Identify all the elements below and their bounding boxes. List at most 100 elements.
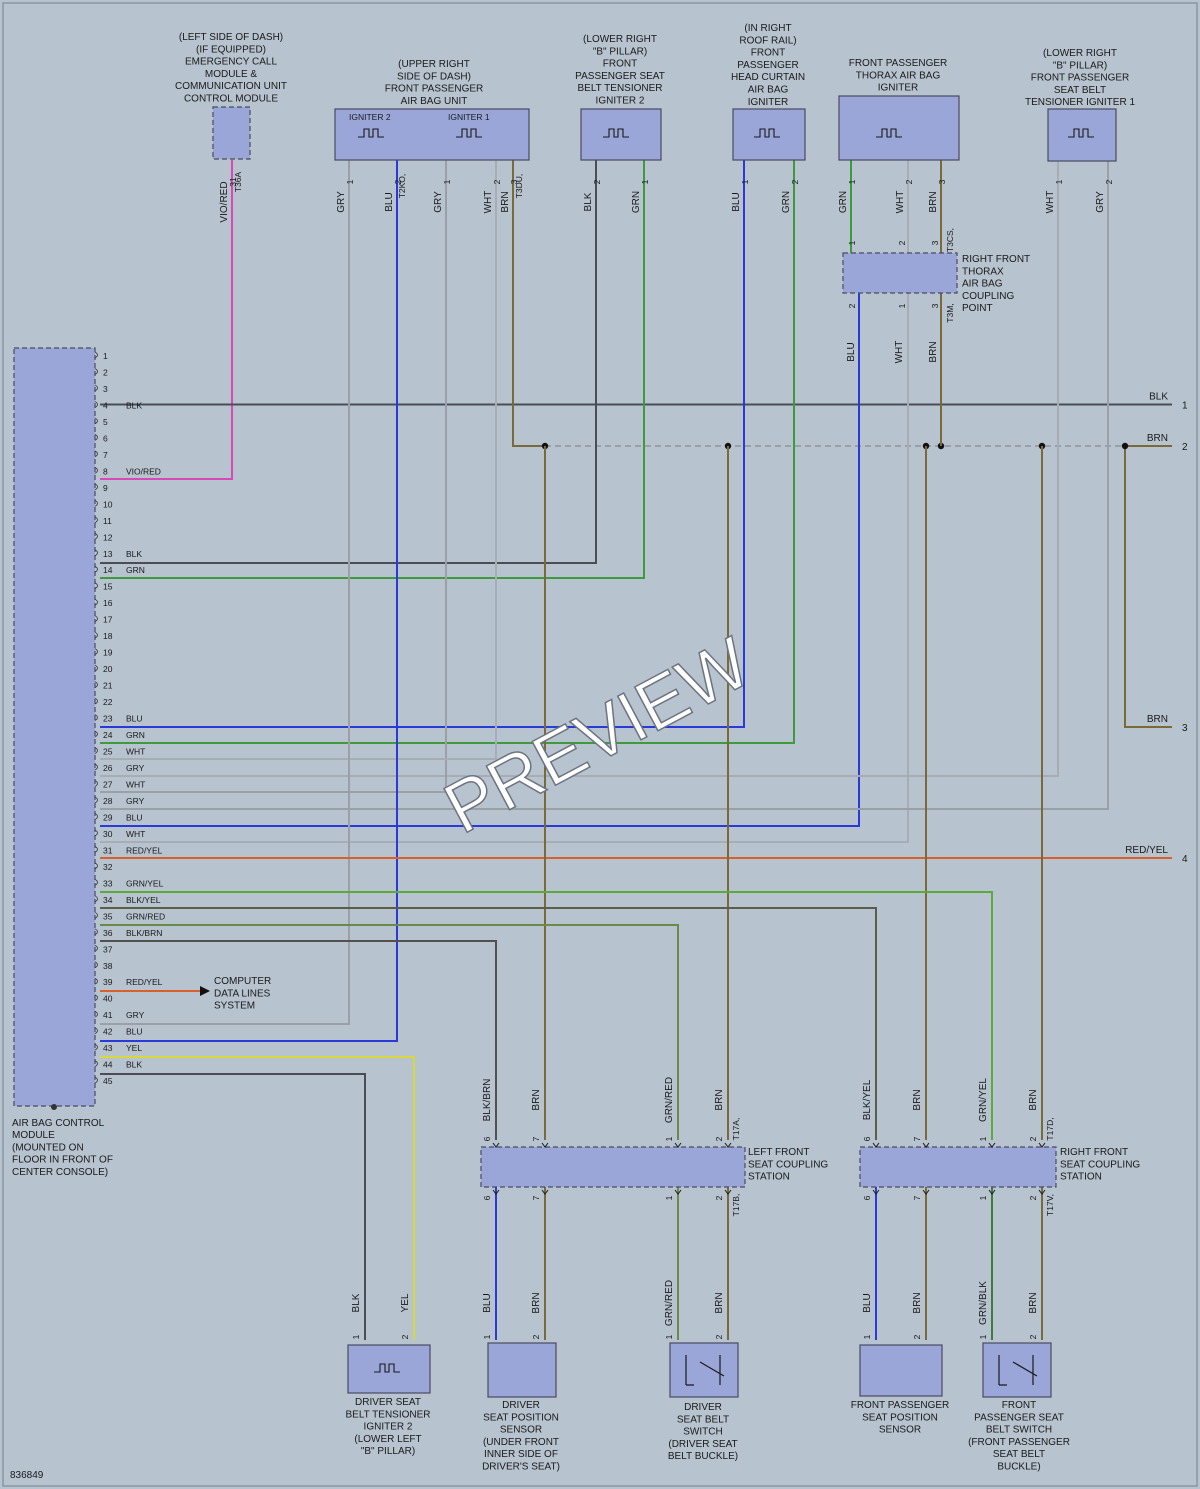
tensioner-1-label-line: FRONT PASSENGER xyxy=(1031,73,1130,84)
module-pin-number: 30 xyxy=(103,829,113,839)
driver-tensioner-wire-2-color: YEL xyxy=(400,1293,411,1312)
thorax-label-line: FRONT PASSENGER xyxy=(849,58,948,69)
right-station-label-line: SEAT COUPLING xyxy=(1060,1159,1140,1170)
airbag-wire-3-color: GRY xyxy=(433,191,444,213)
coupling-bottom-pin: 1 xyxy=(897,303,907,308)
module-pin-mark xyxy=(94,961,98,969)
thorax-igniter-box xyxy=(838,95,960,161)
pass-airbag-igniter-1: IGNITER 1 xyxy=(448,112,490,122)
connector-t3du: T3DU, xyxy=(514,174,524,199)
module-pin-number: 45 xyxy=(103,1076,113,1086)
module-pin-number: 2 xyxy=(103,367,108,377)
pass-switch-label-line: (FRONT PASSENGER xyxy=(968,1437,1070,1448)
module-pin-mark xyxy=(94,747,98,754)
module-pin-mark xyxy=(94,977,98,985)
ecall-label-line: MODULE & xyxy=(205,69,258,80)
module-pin-number: 9 xyxy=(103,483,108,493)
module-pin-color: WHT xyxy=(126,747,145,757)
components-layer xyxy=(13,95,1117,1398)
wire-driver-tensioner-yel xyxy=(100,1056,415,1340)
station-pin-arrow xyxy=(922,1142,930,1148)
connector-t2ko: T2KO, xyxy=(397,174,407,199)
pass-pos-wire-1-color: BLU xyxy=(862,1293,873,1312)
wire-airbag-gry-1 xyxy=(100,160,350,1025)
driver-tensioner-label-line: "B" PILLAR) xyxy=(361,1446,415,1457)
right-station-top-pin: 6 xyxy=(862,1136,872,1141)
module-pin-mark xyxy=(94,796,98,804)
airbag-wire-4-color: WHT xyxy=(483,191,494,214)
pass-switch-label-line: FRONT xyxy=(1002,1400,1036,1411)
wire-ecall-vio-red xyxy=(100,160,233,480)
wire-grn-red xyxy=(100,924,679,1140)
thorax-wire-3-color: BRN xyxy=(928,191,939,212)
module-pin-color: BLU xyxy=(126,714,143,724)
module-pin-number: 18 xyxy=(103,631,113,641)
right-station-top-pin: 2 xyxy=(1028,1136,1038,1141)
thorax-wire-1-pin: 1 xyxy=(847,179,857,184)
module-pin-number: 11 xyxy=(103,516,112,526)
curtain-label-line: IGNITER xyxy=(748,97,789,108)
tensioner1-wire-1-pin: 1 xyxy=(1054,179,1064,184)
curtain-igniter-symbol xyxy=(754,128,780,138)
station-pin-arrow xyxy=(674,1189,682,1195)
module-pin-color: RED/YEL xyxy=(126,845,163,855)
pass-belt-switch-box xyxy=(982,1342,1052,1398)
tensioner1-wire-2-color: GRY xyxy=(1095,191,1106,213)
pass-airbag-igniter-2-symbol xyxy=(358,128,384,138)
module-pin-mark xyxy=(94,829,98,837)
left-station-top-pin: 6 xyxy=(482,1136,492,1141)
driver-position-label-line: SENSOR xyxy=(500,1425,542,1436)
module-pin-number: 40 xyxy=(103,994,113,1004)
module-pin-number: 10 xyxy=(103,499,113,509)
driver-switch-label-line: SWITCH xyxy=(683,1427,722,1438)
right-ref-color: BRN xyxy=(1147,433,1168,444)
ecall-label-line: EMERGENCY CALL xyxy=(185,57,278,68)
coupling-bottom-pin: 3 xyxy=(930,303,940,308)
module-pin-mark xyxy=(94,994,98,1002)
module-label-line: CENTER CONSOLE) xyxy=(12,1167,108,1178)
ecall-label-line: COMMUNICATION UNIT xyxy=(175,81,287,92)
module-pin-mark xyxy=(94,434,98,441)
module-pin-color: BLU xyxy=(126,1027,143,1037)
module-pin-number: 28 xyxy=(103,796,113,806)
module-pin-mark xyxy=(94,549,98,557)
diagram-id: 836849 xyxy=(10,1470,44,1481)
connector-t3m: T3M, xyxy=(945,303,955,322)
module-pin-number: 35 xyxy=(103,911,113,921)
tensioner-1-symbol xyxy=(1068,128,1094,138)
station-pin-arrow xyxy=(541,1189,549,1195)
module-pin-color: BLK xyxy=(126,549,142,559)
station-pin-arrow xyxy=(492,1189,500,1195)
module-pin-mark xyxy=(94,1027,98,1035)
thorax-coupling-label-line: THORAX xyxy=(962,266,1004,277)
wire-brn-ref-3 xyxy=(1124,446,1172,728)
coupling-bottom-color: WHT xyxy=(894,341,905,364)
module-pin-mark xyxy=(94,516,98,524)
module-pin-color: GRY xyxy=(126,1010,145,1020)
driver-tensioner-label-line: BELT TENSIONER xyxy=(345,1409,430,1420)
airbag-wire-4-pin: 2 xyxy=(492,179,502,184)
thorax-wire-3-pin: 3 xyxy=(937,179,947,184)
connector-t17v: T17V, xyxy=(1045,1194,1055,1216)
module-pin-number: 26 xyxy=(103,763,113,773)
tensioner-1-label-line: SEAT BELT xyxy=(1054,85,1106,96)
module-pin-number: 32 xyxy=(103,862,113,872)
module-pin-number: 25 xyxy=(103,747,113,757)
module-pin-mark xyxy=(94,1010,98,1018)
driver-switch-wire-1-color: GRN/RED xyxy=(664,1280,675,1326)
station-pin-arrow xyxy=(872,1189,880,1195)
thorax-igniter-symbol xyxy=(876,128,902,138)
module-pin-mark xyxy=(94,697,98,705)
curtain-label-line: PASSENGER xyxy=(737,60,799,71)
driver-pos-wire-1-color: BLU xyxy=(482,1293,493,1312)
pass-switch-wire-2-color: BRN xyxy=(1028,1292,1039,1313)
wire-coupling-wht xyxy=(100,293,909,843)
module-pin-number: 33 xyxy=(103,878,113,888)
module-pin-mark xyxy=(94,467,98,474)
driver-position-label-line: DRIVER'S SEAT) xyxy=(482,1462,560,1473)
right-station-top-color: BLK/YEL xyxy=(862,1079,873,1120)
pass-airbag-label-line: (UPPER RIGHT xyxy=(398,59,470,70)
wire-grn-yel xyxy=(100,891,993,1140)
computer-arrow-icon xyxy=(200,986,210,996)
